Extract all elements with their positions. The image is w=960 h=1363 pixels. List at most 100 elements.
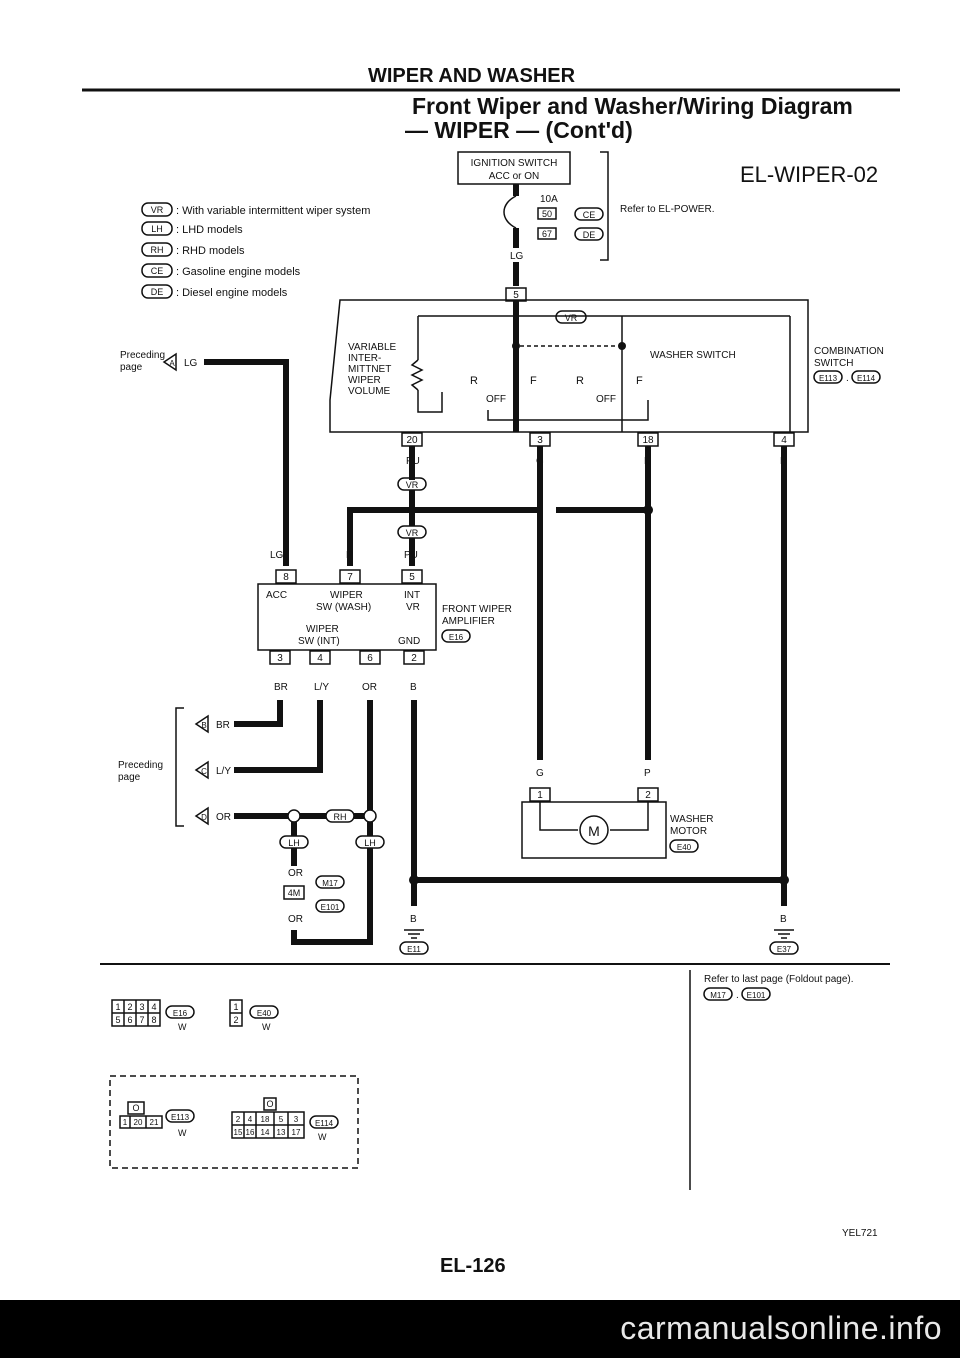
svg-text:CE: CE <box>583 210 596 220</box>
svg-text:3: 3 <box>139 1002 144 1012</box>
page-title: Front Wiper and Washer/Wiring Diagram <box>412 93 853 119</box>
svg-text:OFF: OFF <box>486 394 506 405</box>
svg-text:1: 1 <box>537 790 543 801</box>
svg-text:VOLUME: VOLUME <box>348 386 391 397</box>
svg-text:FRONT WIPER: FRONT WIPER <box>442 604 512 615</box>
connector-e40: 1 2 E40 W <box>229 999 279 1032</box>
legend-item-lh: LH : LHD models <box>141 221 243 236</box>
page-subtitle: — WIPER — (Cont'd) <box>405 117 633 143</box>
svg-text:17: 17 <box>292 1128 301 1137</box>
svg-text:B: B <box>780 914 787 925</box>
svg-text:PU: PU <box>404 550 418 561</box>
svg-text:RH: RH <box>151 245 164 255</box>
svg-text:SW (WASH): SW (WASH) <box>316 602 371 613</box>
svg-text:LG: LG <box>510 251 524 262</box>
legend-item-ce: CE : Gasoline engine models <box>141 263 301 278</box>
svg-text:VR: VR <box>406 528 419 538</box>
svg-text:2: 2 <box>236 1115 241 1124</box>
svg-text:3: 3 <box>537 435 543 446</box>
svg-text:5: 5 <box>115 1015 120 1025</box>
figure-code: YEL721 <box>842 1228 878 1239</box>
svg-text:: With variable intermittent w: : With variable intermittent wiper syste… <box>176 205 370 217</box>
svg-text:OR: OR <box>288 914 303 925</box>
svg-text:RH: RH <box>334 812 347 822</box>
svg-text:7: 7 <box>347 572 353 583</box>
svg-text:R: R <box>470 375 478 387</box>
svg-text:2: 2 <box>233 1015 238 1025</box>
svg-text:E37: E37 <box>777 945 792 954</box>
svg-text:OR: OR <box>216 812 231 823</box>
svg-text:OFF: OFF <box>596 394 616 405</box>
svg-text:WIPER: WIPER <box>306 624 339 635</box>
svg-text:6: 6 <box>367 653 373 664</box>
svg-text:D: D <box>201 813 207 822</box>
svg-text:50: 50 <box>542 209 552 219</box>
svg-text:1: 1 <box>233 1002 238 1012</box>
svg-text:COMBINATION: COMBINATION <box>814 346 884 357</box>
svg-text:E16: E16 <box>449 633 464 642</box>
svg-text:C: C <box>201 767 207 776</box>
page-number: EL-126 <box>440 1255 506 1277</box>
svg-text:2: 2 <box>645 790 651 801</box>
svg-text:ACC or ON: ACC or ON <box>489 171 540 182</box>
svg-text:GND: GND <box>398 636 420 647</box>
svg-text:6: 6 <box>127 1015 132 1025</box>
svg-text:W: W <box>178 1128 187 1138</box>
svg-text:F: F <box>530 375 537 387</box>
svg-text:L/Y: L/Y <box>216 766 231 777</box>
svg-text:2: 2 <box>411 653 417 664</box>
svg-text:VR: VR <box>151 205 164 215</box>
svg-text:14: 14 <box>261 1128 270 1137</box>
svg-text:3: 3 <box>294 1115 299 1124</box>
svg-text:O: O <box>132 1103 139 1113</box>
svg-text:20: 20 <box>134 1118 143 1127</box>
svg-text:2: 2 <box>127 1002 132 1012</box>
svg-text:DE: DE <box>583 230 596 240</box>
svg-text:21: 21 <box>150 1118 159 1127</box>
svg-text:page: page <box>118 772 141 783</box>
svg-text:WIPER: WIPER <box>348 375 381 386</box>
svg-text:OR: OR <box>362 682 377 693</box>
preceding-page-lg: Preceding page A LG <box>120 350 289 566</box>
svg-text:LG: LG <box>184 358 198 369</box>
section-title: WIPER AND WASHER <box>368 65 576 87</box>
svg-text:8: 8 <box>151 1015 156 1025</box>
connector-e114: O 2 4 18 5 3 15 16 14 13 17 E114 W <box>231 1097 339 1142</box>
svg-text:: LHD models: : LHD models <box>176 224 243 236</box>
svg-text:E16: E16 <box>173 1009 188 1018</box>
watermark-text: carmanualsonline.info <box>620 1310 942 1346</box>
combination-switch: VR VARIABLE INTER- MITTNET WIPER VOLUME … <box>329 299 884 467</box>
svg-text:Refer to EL-POWER.: Refer to EL-POWER. <box>620 204 714 215</box>
svg-text:IGNITION SWITCH: IGNITION SWITCH <box>471 158 558 169</box>
svg-text:WASHER SWITCH: WASHER SWITCH <box>650 350 736 361</box>
svg-text:E11: E11 <box>407 945 421 954</box>
svg-text:WIPER: WIPER <box>330 590 363 601</box>
legend: VR : With variable intermittent wiper sy… <box>141 202 370 299</box>
svg-text:B: B <box>201 721 206 730</box>
svg-text:4: 4 <box>151 1002 156 1012</box>
svg-text:4: 4 <box>781 435 787 446</box>
svg-text:15: 15 <box>234 1128 243 1137</box>
svg-text:OR: OR <box>288 868 303 879</box>
svg-text:13: 13 <box>277 1128 286 1137</box>
connector-e113: O 1 20 21 E113 W <box>119 1101 195 1138</box>
motor-icon: M <box>588 823 600 839</box>
svg-text:: RHD models: : RHD models <box>176 245 245 257</box>
svg-text:B: B <box>410 682 417 693</box>
svg-text:MOTOR: MOTOR <box>670 826 707 837</box>
ground-e37: B E37 <box>769 914 799 955</box>
svg-text:VR: VR <box>406 602 420 613</box>
svg-text:R: R <box>576 375 584 387</box>
preceding-page-brackets: Preceding page B BR C L/Y D OR RH <box>118 700 377 827</box>
svg-text:1: 1 <box>115 1002 120 1012</box>
svg-text:SWITCH: SWITCH <box>814 358 853 369</box>
svg-text:4: 4 <box>248 1115 253 1124</box>
svg-text:P: P <box>644 768 651 779</box>
svg-text:W: W <box>178 1022 187 1032</box>
svg-text:M17: M17 <box>710 991 726 1000</box>
svg-text:LH: LH <box>151 224 163 234</box>
svg-text:1: 1 <box>123 1118 128 1127</box>
svg-text:page: page <box>120 362 143 373</box>
svg-text:E40: E40 <box>677 843 692 852</box>
